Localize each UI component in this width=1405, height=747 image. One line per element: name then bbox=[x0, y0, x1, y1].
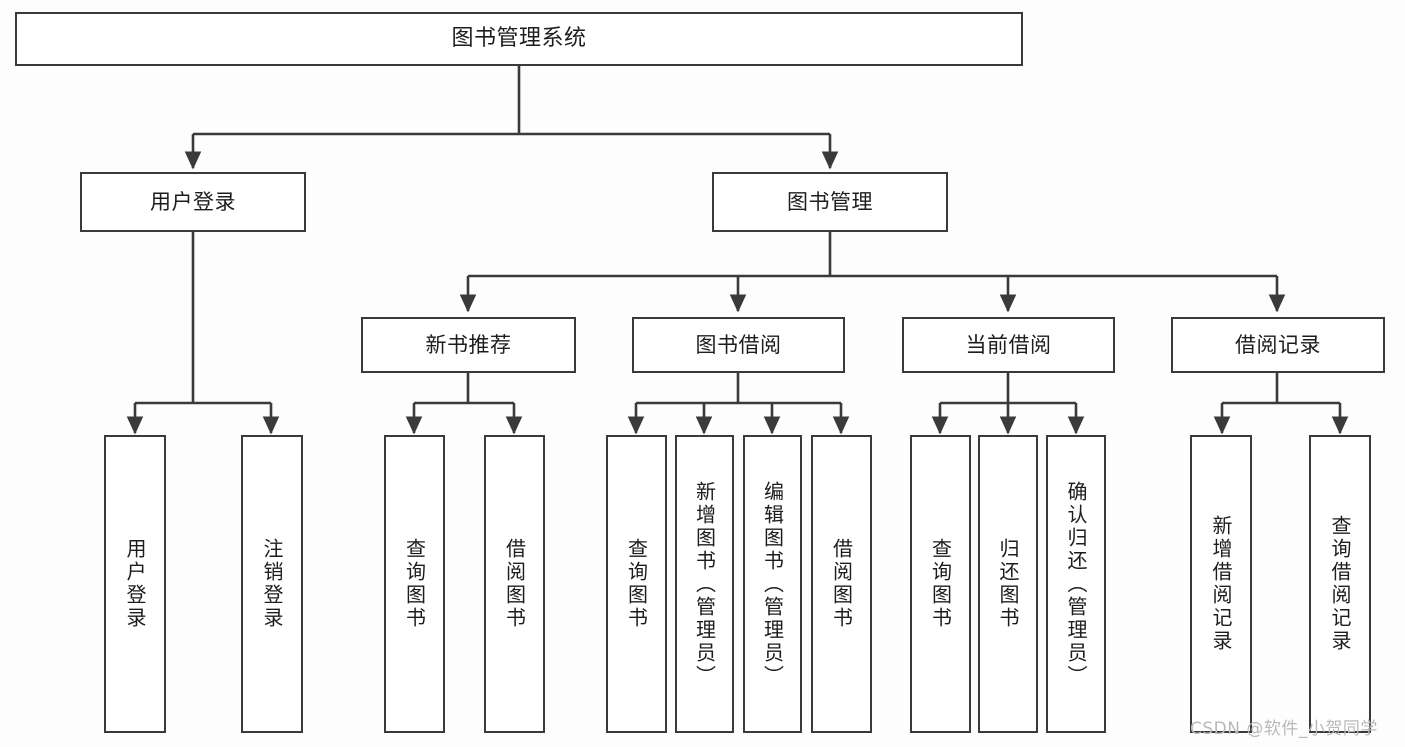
leaf-user-logout[interactable]: 注销登录 bbox=[241, 435, 303, 733]
node-label: 用户登录 bbox=[150, 189, 236, 214]
leaf-query-book-1[interactable]: 查询图书 bbox=[384, 435, 445, 733]
node-label: 借阅记录 bbox=[1235, 332, 1321, 357]
node-label: 注销登录 bbox=[260, 538, 284, 630]
node-label: 用户登录 bbox=[123, 538, 147, 630]
node-label: 查询图书 bbox=[624, 538, 649, 630]
node-label: 归还图书 bbox=[996, 538, 1020, 630]
node-label: 当前借阅 bbox=[965, 332, 1052, 357]
leaf-query-borrow-record[interactable]: 查询借阅记录 bbox=[1309, 435, 1371, 733]
leaf-user-login[interactable]: 用户登录 bbox=[104, 435, 166, 733]
node-label: 查询图书 bbox=[928, 538, 953, 630]
leaf-borrow-book-2[interactable]: 借阅图书 bbox=[811, 435, 872, 733]
node-label: 查询图书 bbox=[402, 538, 427, 630]
node-label: 图书借阅 bbox=[695, 332, 782, 357]
node-label: 借阅图书 bbox=[502, 538, 527, 630]
node-label: 查询借阅记录 bbox=[1328, 515, 1352, 653]
node-label: 图书管理系统 bbox=[451, 26, 587, 52]
leaf-query-book-3[interactable]: 查询图书 bbox=[910, 435, 971, 733]
leaf-confirm-return-admin[interactable]: 确认归还（管理员） bbox=[1046, 435, 1106, 733]
leaf-edit-book-admin[interactable]: 编辑图书（管理员） bbox=[743, 435, 802, 733]
leaf-query-book-2[interactable]: 查询图书 bbox=[606, 435, 667, 733]
node-label: 确认归还（管理员） bbox=[1064, 480, 1088, 688]
leaf-return-book[interactable]: 归还图书 bbox=[978, 435, 1038, 733]
node-label: 新增图书（管理员） bbox=[692, 480, 717, 688]
node-new-book-recommend[interactable]: 新书推荐 bbox=[361, 317, 576, 373]
node-label: 编辑图书（管理员） bbox=[760, 480, 785, 688]
leaf-borrow-book-1[interactable]: 借阅图书 bbox=[484, 435, 545, 733]
csdn-watermark: CSDN @软件_小贺同学 bbox=[1190, 719, 1378, 739]
node-book-management[interactable]: 图书管理 bbox=[712, 172, 948, 232]
leaf-add-borrow-record[interactable]: 新增借阅记录 bbox=[1190, 435, 1252, 733]
node-label: 图书管理 bbox=[787, 189, 873, 214]
node-user-login[interactable]: 用户登录 bbox=[80, 172, 306, 232]
node-label: 新书推荐 bbox=[425, 332, 512, 357]
node-label: 借阅图书 bbox=[829, 538, 854, 630]
node-borrow-record[interactable]: 借阅记录 bbox=[1171, 317, 1385, 373]
node-root-book-management-system[interactable]: 图书管理系统 bbox=[15, 12, 1023, 66]
node-book-borrow[interactable]: 图书借阅 bbox=[632, 317, 845, 373]
leaf-add-book-admin[interactable]: 新增图书（管理员） bbox=[675, 435, 734, 733]
node-current-borrow[interactable]: 当前借阅 bbox=[902, 317, 1115, 373]
node-label: 新增借阅记录 bbox=[1209, 515, 1233, 653]
